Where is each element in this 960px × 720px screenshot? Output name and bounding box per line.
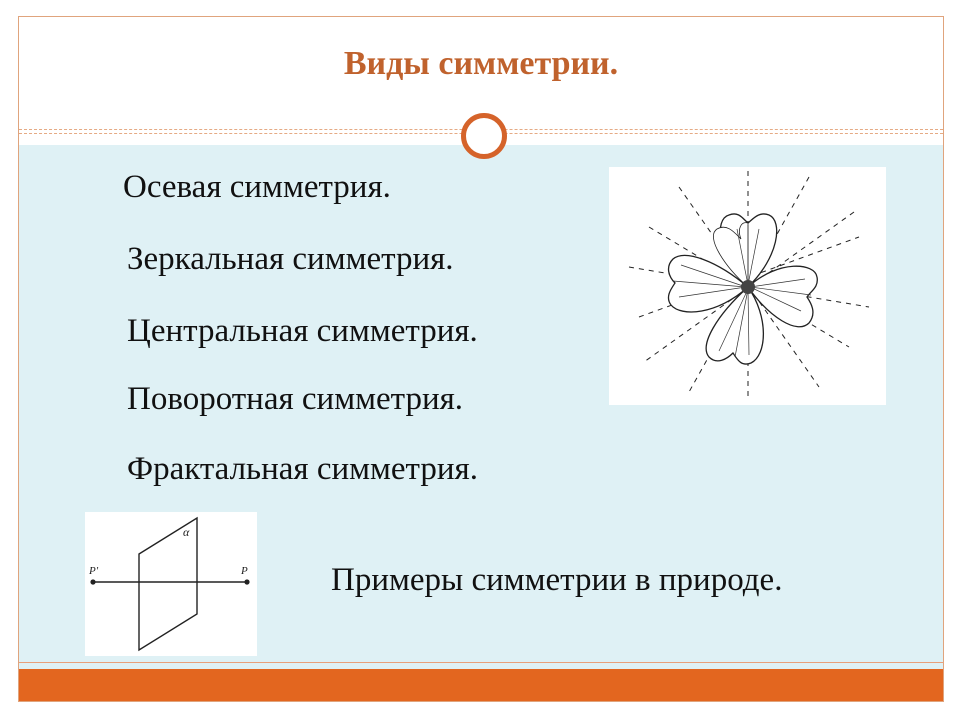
plane-label: α xyxy=(183,525,190,539)
nature-examples-caption: Примеры симметрии в природе. xyxy=(331,562,783,598)
flower-drawing xyxy=(628,171,870,401)
point-left-dot xyxy=(90,579,96,585)
mirror-plane-illustration: P' P α xyxy=(85,512,257,656)
slide-title: Виды симметрии. xyxy=(343,45,619,82)
slide-frame: Виды симметрии. Осевая симметрия. Зеркал… xyxy=(18,16,944,702)
list-item-axial: Осевая симметрия. xyxy=(123,169,391,205)
mirror-plane-drawing: P' P α xyxy=(88,516,250,652)
flower-center xyxy=(741,280,755,294)
point-left-label: P' xyxy=(88,565,99,577)
flower-illustration xyxy=(609,167,886,405)
mirror-plane-shape xyxy=(138,516,198,652)
list-item-fractal: Фрактальная симметрия. xyxy=(127,451,478,487)
footer-rule xyxy=(19,662,943,663)
petal-veins xyxy=(672,225,812,358)
flower-petals xyxy=(667,213,818,365)
footer-accent-bar xyxy=(19,669,943,701)
point-right-dot xyxy=(244,579,250,585)
list-item-rotational: Поворотная симметрия. xyxy=(127,381,464,417)
list-item-central: Центральная симметрия. xyxy=(127,313,478,349)
list-item-mirror: Зеркальная симметрия. xyxy=(127,241,454,277)
circle-ornament-icon xyxy=(461,113,507,159)
point-right-label: P xyxy=(240,565,248,577)
